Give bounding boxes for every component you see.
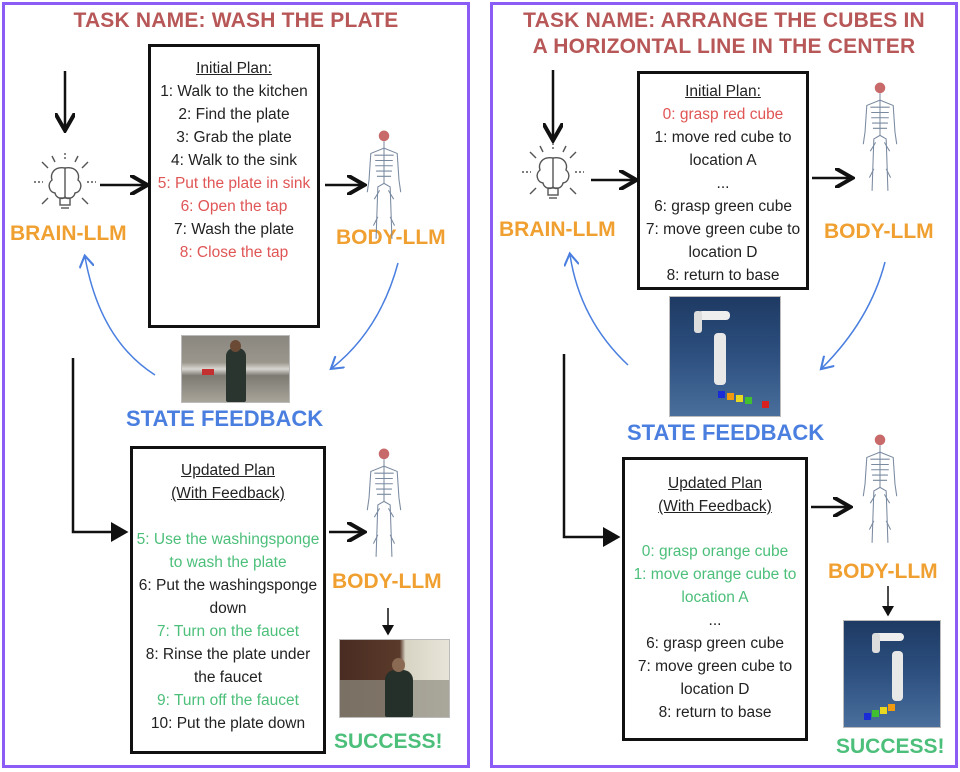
plan-step: 6: Put the washingsponge down xyxy=(138,577,318,617)
plan-step: 6: Open the tap xyxy=(180,198,288,215)
plan-step: 2: Find the plate xyxy=(178,106,290,123)
robot-gripper xyxy=(694,311,702,333)
state-feedback-label-left: STATE FEEDBACK xyxy=(126,406,324,431)
person-head xyxy=(392,658,405,672)
plan-step: 6: grasp green cube xyxy=(654,198,792,215)
updated-plan-header: Updated Plan xyxy=(181,462,275,479)
robot-arm-success-image xyxy=(843,620,941,728)
plan-step: 4: Walk to the sink xyxy=(170,152,298,169)
brain-llm-label-right: BRAIN-LLM xyxy=(499,218,616,241)
updated-plan-box-left: Updated Plan (With Feedback) 5: Use the … xyxy=(130,446,326,754)
plan-step: 7: move green cube to location D xyxy=(637,658,793,698)
plan-step: 1: move orange cube to location A xyxy=(633,566,797,606)
success-label-left: SUCCESS! xyxy=(334,730,443,753)
brain-lightbulb-icon xyxy=(522,143,584,199)
plan-step: 3: Grab the plate xyxy=(176,129,292,146)
nervous-system-body-icon xyxy=(862,82,898,191)
plan-step: 6: grasp green cube xyxy=(646,635,784,652)
task-title-right-line1: TASK NAME: ARRANGE THE CUBES IN xyxy=(523,9,925,32)
initial-plan-steps: 0: grasp red cube 1: move red cube to loc… xyxy=(640,103,806,287)
plan-step: ... xyxy=(716,175,730,192)
initial-plan-header: Initial Plan: xyxy=(196,60,272,77)
brain-lightbulb-icon xyxy=(34,153,96,209)
plan-step: 10: Put the plate down xyxy=(150,715,306,732)
state-feedback-label-right: STATE FEEDBACK xyxy=(627,420,825,445)
body-llm-label-left-2: BODY-LLM xyxy=(332,570,442,593)
initial-plan-box-left: Initial Plan: 1: Walk to the kitchen 2: F… xyxy=(148,44,320,328)
cube-orange xyxy=(888,704,895,711)
cube-yellow xyxy=(880,707,887,714)
sink-scene-image xyxy=(339,639,450,718)
person-head xyxy=(230,340,241,352)
plan-step: 7: Wash the plate xyxy=(173,221,295,238)
body-llm-label-right: BODY-LLM xyxy=(824,220,934,243)
red-object xyxy=(202,369,214,375)
brain-llm-label-left: BRAIN-LLM xyxy=(10,222,127,245)
nervous-system-body-icon xyxy=(862,434,898,543)
plan-step: 1: Walk to the kitchen xyxy=(160,83,308,100)
plan-step: 8: Rinse the plate under the faucet xyxy=(145,646,311,686)
robot-arm-base xyxy=(892,651,903,701)
robot-arm-upper xyxy=(698,311,730,320)
initial-plan-header: Initial Plan: xyxy=(685,83,761,100)
cube-blue xyxy=(718,391,725,398)
plan-step: 5: Use the washingsponge to wash the pla… xyxy=(136,531,320,571)
plan-step: 0: grasp red cube xyxy=(662,106,784,123)
task-title-right-line2: A HORIZONTAL LINE IN THE CENTER xyxy=(532,35,916,58)
initial-plan-box-right: Initial Plan: 0: grasp red cube 1: move r… xyxy=(637,71,809,290)
cube-green xyxy=(745,397,752,404)
plan-step: 5: Put the plate in sink xyxy=(157,175,311,192)
plan-step: 1: move red cube to location A xyxy=(654,129,792,169)
updated-plan-steps: 0: grasp orange cube 1: move orange cube … xyxy=(625,540,805,724)
plan-step: 7: move green cube to location D xyxy=(645,221,801,261)
cube-blue xyxy=(864,713,871,720)
nervous-system-body-icon xyxy=(366,130,402,239)
plan-step: 8: return to base xyxy=(666,267,780,284)
cube-green xyxy=(872,710,879,717)
plan-step: 7: Turn on the faucet xyxy=(156,623,300,640)
updated-plan-box-right: Updated Plan (With Feedback) 0: grasp or… xyxy=(622,457,808,741)
body-llm-label-left: BODY-LLM xyxy=(336,226,446,249)
task-title-right: TASK NAME: ARRANGE THE CUBES IN A HORIZO… xyxy=(490,8,958,60)
updated-plan-subheader: (With Feedback) xyxy=(658,498,772,515)
task-title-left: TASK NAME: WASH THE PLATE xyxy=(73,9,399,32)
updated-plan-steps: 5: Use the washingsponge to wash the pla… xyxy=(133,528,323,735)
kitchen-scene-image xyxy=(181,335,290,403)
cube-orange xyxy=(727,393,734,400)
person-figure xyxy=(226,348,246,402)
plan-step: 0: grasp orange cube xyxy=(641,543,789,560)
cube-red xyxy=(762,401,769,408)
plan-step: 9: Turn off the faucet xyxy=(157,692,299,709)
person-figure xyxy=(385,670,413,717)
plan-step: 8: return to base xyxy=(658,704,772,721)
nervous-system-body-icon xyxy=(366,448,402,557)
cube-yellow xyxy=(736,395,743,402)
initial-plan-steps: 1: Walk to the kitchen 2: Find the plate 3… xyxy=(151,80,317,264)
body-llm-label-right-2: BODY-LLM xyxy=(828,560,938,583)
robot-arm-upper xyxy=(874,633,904,641)
robot-gripper xyxy=(872,633,880,653)
plan-step: 8: Close the tap xyxy=(179,244,289,261)
robot-arm-cubes-image xyxy=(669,296,781,417)
robot-arm-base xyxy=(714,333,726,385)
updated-plan-header: Updated Plan xyxy=(668,475,762,492)
success-label-right: SUCCESS! xyxy=(836,735,945,758)
plan-step: ... xyxy=(708,612,722,629)
updated-plan-subheader: (With Feedback) xyxy=(171,485,285,502)
